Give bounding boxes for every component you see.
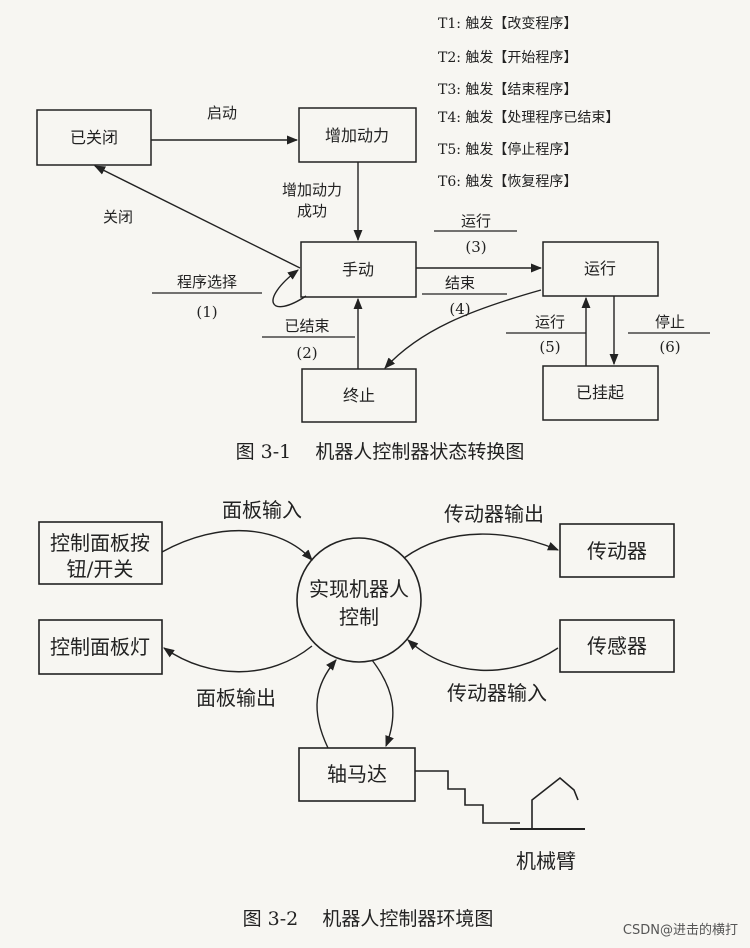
state-running-label: 运行: [584, 259, 616, 278]
state-manual-label: 手动: [342, 260, 374, 279]
state-manual: 手动: [300, 241, 417, 298]
state-running: 运行: [542, 241, 659, 297]
label-n1: (1): [196, 303, 217, 321]
label-stop: 停止: [655, 313, 685, 331]
node-sensor-label: 传感器: [587, 634, 647, 658]
state-diagram: T1: 触发【改变程序】 T2: 触发【开始程序】 T3: 触发【结束程序】 T…: [36, 16, 710, 463]
state-suspended: 已挂起: [542, 365, 659, 421]
state-closed-label: 已关闭: [70, 128, 118, 147]
label-panel-output: 面板输出: [196, 686, 276, 710]
label-power-success-2: 成功: [297, 202, 327, 220]
flow-actuator-input: [407, 639, 559, 671]
arrow-select-loop: [272, 269, 307, 308]
node-panel-buttons: 控制面板按 钮/开关: [38, 521, 163, 585]
state-power-label: 增加动力: [325, 126, 389, 145]
legend-t4: T4: 触发【处理程序已结束】: [438, 110, 619, 126]
flow-motor-up: [316, 659, 337, 749]
state-power: 增加动力: [298, 107, 417, 163]
arrow-close: [93, 165, 301, 269]
state-terminated: 终止: [301, 368, 417, 423]
node-robot-control-label-2: 控制: [339, 605, 379, 629]
label-n2: (2): [296, 344, 317, 362]
state-suspended-label: 已挂起: [576, 383, 624, 402]
node-axis-motor-label: 轴马达: [327, 762, 387, 786]
flow-actuator-output: [403, 533, 560, 559]
legend-t1: T1: 触发【改变程序】: [438, 16, 577, 32]
legend-t5: T5: 触发【停止程序】: [438, 141, 577, 158]
node-actuator: 传动器: [559, 523, 675, 578]
node-panel-lights: 控制面板灯: [38, 619, 163, 675]
figure2-caption: 图 3-2 机器人控制器环境图: [243, 908, 494, 930]
label-panel-input: 面板输入: [222, 498, 302, 522]
label-start: 启动: [207, 104, 237, 122]
label-finish: 结束: [445, 274, 475, 292]
label-ended: 已结束: [284, 317, 329, 335]
flow-motor-down: [371, 659, 394, 748]
arm-label: 机械臂: [516, 849, 576, 873]
node-panel-buttons-label-1: 控制面板按: [50, 531, 150, 555]
flow-panel-input: [161, 529, 313, 561]
label-actuator-input: 传动器输入: [447, 681, 547, 705]
label-select-program: 程序选择: [177, 273, 237, 291]
robot-arm-drawing: 机械臂: [415, 770, 585, 873]
label-n3: (3): [465, 238, 486, 256]
node-robot-control: 实现机器人 控制: [296, 537, 422, 663]
node-panel-buttons-label-2: 钮/开关: [67, 557, 134, 581]
figure1-caption: 图 3-1 机器人控制器状态转换图: [236, 441, 525, 463]
flow-panel-output: [163, 645, 313, 673]
legend-t2: T2: 触发【开始程序】: [438, 50, 577, 66]
state-terminated-label: 终止: [343, 386, 375, 405]
context-diagram: 控制面板按 钮/开关 控制面板灯 实现机器人 控制 传动器 传感器 轴马达: [38, 498, 675, 930]
arrow-finish: [384, 289, 542, 369]
label-n5: (5): [539, 338, 560, 356]
legend-t3: T3: 触发【结束程序】: [438, 82, 577, 98]
node-sensor: 传感器: [559, 619, 675, 673]
state-closed: 已关闭: [36, 109, 152, 166]
label-n4: (4): [449, 300, 470, 318]
trigger-legend: T1: 触发【改变程序】 T2: 触发【开始程序】 T3: 触发【结束程序】 T…: [438, 16, 619, 190]
node-actuator-label: 传动器: [587, 539, 647, 563]
label-actuator-output: 传动器输出: [444, 502, 544, 526]
node-axis-motor: 轴马达: [298, 747, 416, 802]
node-panel-lights-label: 控制面板灯: [50, 635, 150, 659]
watermark: CSDN@进击的横打: [623, 922, 738, 938]
label-close: 关闭: [103, 208, 133, 226]
label-n6: (6): [659, 338, 680, 356]
label-power-success-1: 增加动力: [282, 181, 342, 199]
label-run: 运行: [461, 212, 491, 230]
legend-t6: T6: 触发【恢复程序】: [438, 173, 577, 190]
label-run-resume: 运行: [535, 313, 565, 331]
node-robot-control-label-1: 实现机器人: [309, 577, 409, 601]
